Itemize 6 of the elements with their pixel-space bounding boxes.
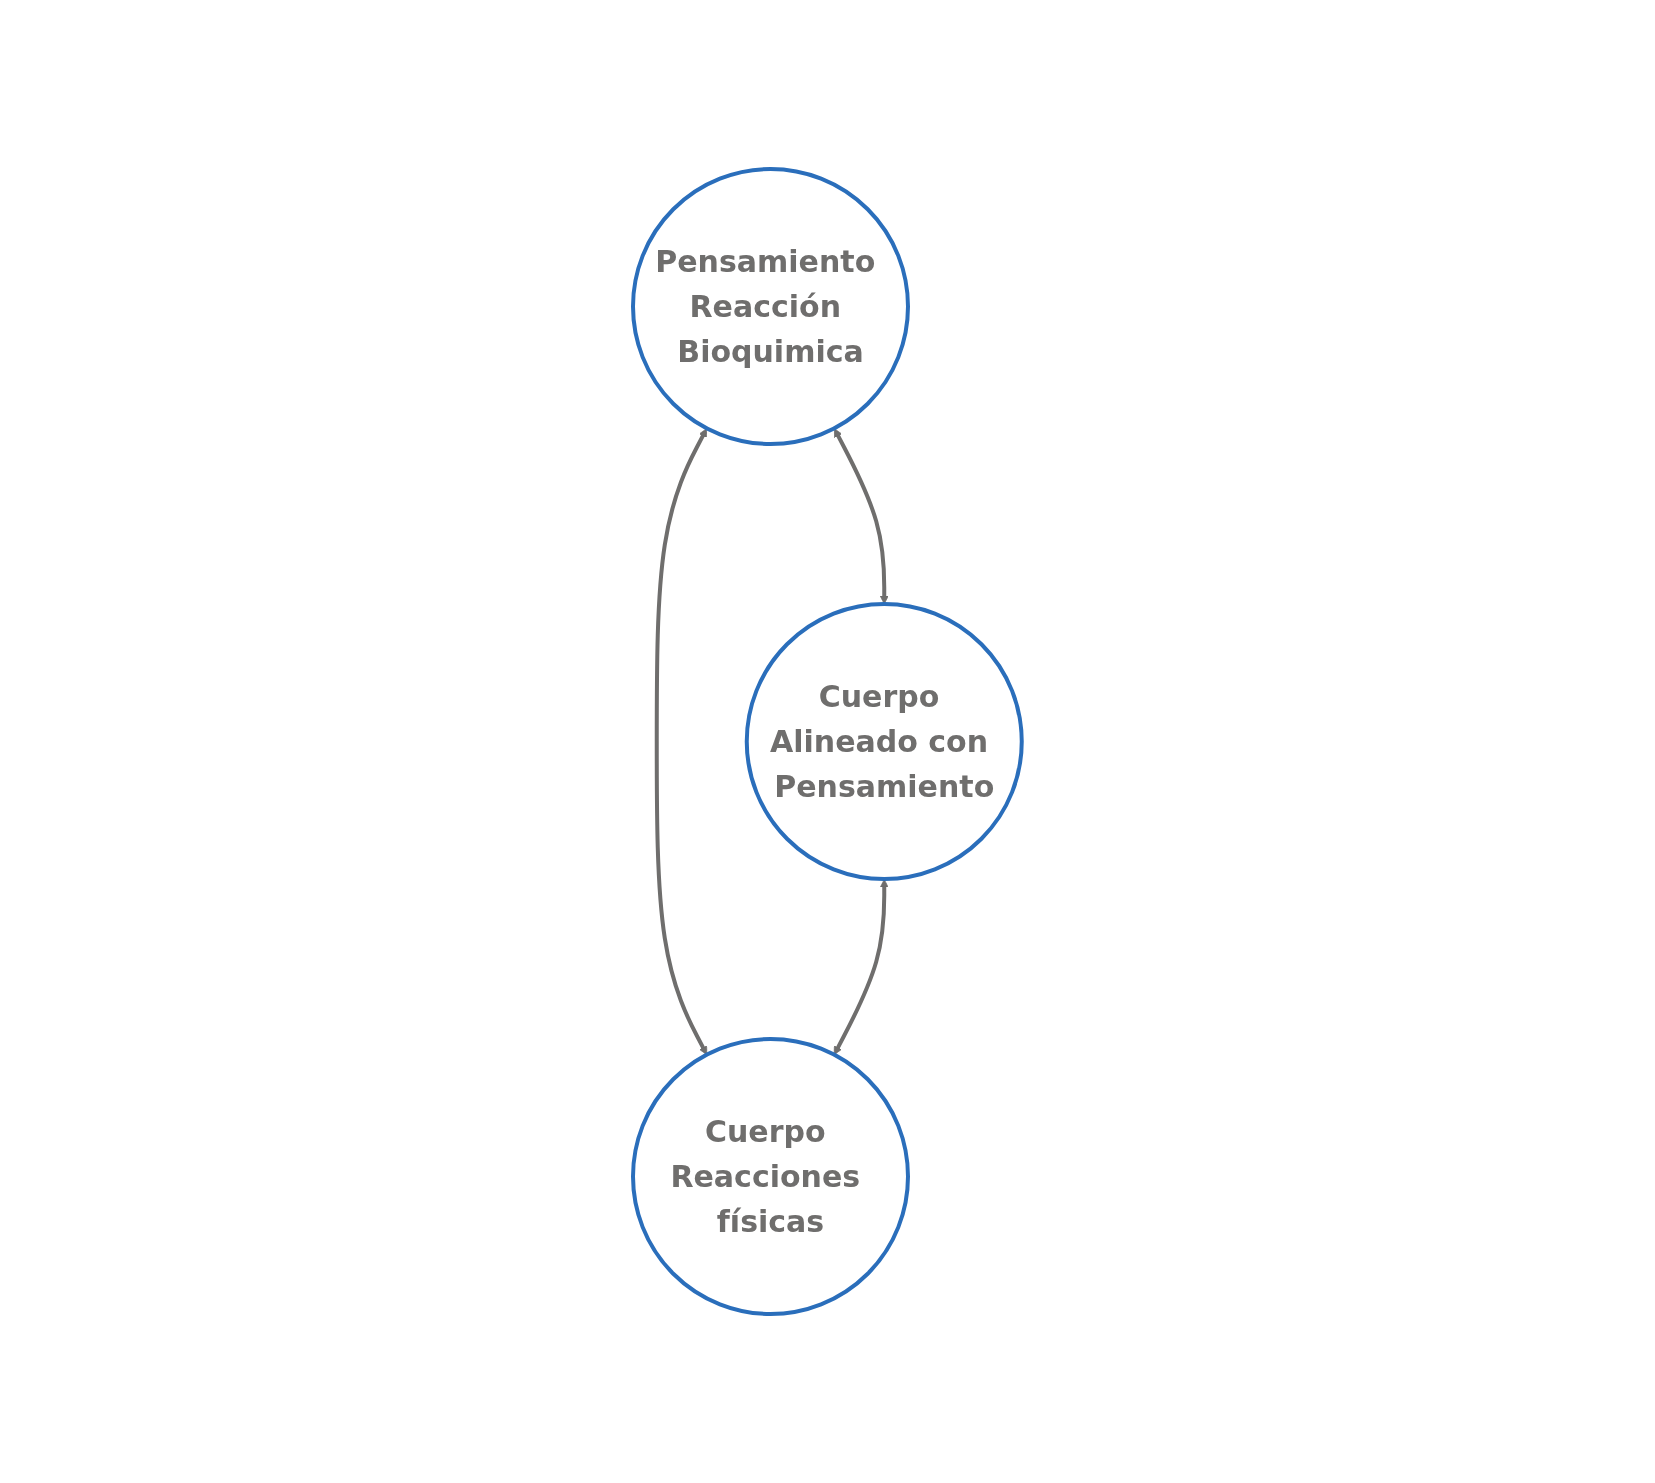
arrow (834, 428, 889, 605)
node-circle: Cuerpo Alineado con Pensamiento (744, 602, 1024, 881)
node-circle: Pensamiento Reacción Bioquimica (631, 167, 911, 446)
node-circle: Cuerpo Reacciones físicas (631, 1037, 911, 1316)
arrow (654, 428, 708, 1056)
arrow (833, 879, 889, 1056)
